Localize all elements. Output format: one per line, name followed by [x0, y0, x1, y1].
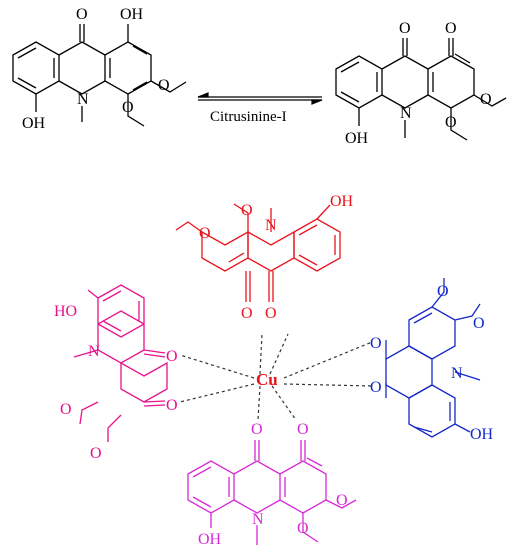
- right-ligand-oxygen-1: O: [370, 335, 382, 352]
- right-nitrogen: N: [400, 105, 412, 122]
- top-ligand-methoxy-1: O: [241, 202, 253, 219]
- left-top-hydroxyl: OH: [120, 6, 144, 23]
- bottom-ligand-oxygen-2: O: [297, 421, 309, 438]
- ligand-bottom: [187, 440, 357, 545]
- copper-center: Cu: [256, 370, 278, 389]
- ligand-right: [385, 278, 481, 438]
- left-methoxy-oxygen-1: O: [158, 77, 170, 94]
- right-ligand-methoxy-2: O: [473, 315, 485, 332]
- right-tautomer-structure: [335, 38, 507, 141]
- ligand-top: [175, 203, 341, 302]
- top-ligand-methoxy-2: O: [199, 225, 211, 242]
- top-ligand-oxygen-1: O: [241, 305, 253, 322]
- left-ligand-oxygen-2: O: [166, 397, 178, 414]
- top-ligand-nitrogen: N: [265, 217, 277, 234]
- coordination-bonds: [179, 333, 373, 421]
- left-tautomer-structure: [12, 24, 187, 127]
- left-nitrogen: N: [77, 91, 89, 108]
- right-ligand-hydroxyl: OH: [470, 426, 494, 443]
- right-ligand-nitrogen: N: [451, 365, 463, 382]
- bottom-ligand-hydroxyl: OH: [198, 531, 222, 548]
- left-ligand-hydroxyl: HO: [54, 303, 77, 320]
- bottom-ligand-oxygen-1: O: [251, 421, 263, 438]
- right-ligand-methoxy-1: O: [437, 283, 449, 300]
- left-ligand-methoxy-1: O: [60, 401, 72, 418]
- right-ligand-oxygen-2: O: [370, 379, 382, 396]
- right-methoxy-oxygen-2: O: [445, 114, 457, 131]
- left-keto-oxygen: O: [76, 6, 88, 23]
- left-ligand-methoxy-2: O: [90, 445, 102, 462]
- left-bottom-hydroxyl: OH: [22, 115, 46, 132]
- right-hydroxyl: OH: [345, 130, 369, 147]
- bottom-ligand-nitrogen: N: [252, 511, 264, 528]
- right-keto-oxygen-2: O: [445, 20, 457, 37]
- bottom-ligand-methoxy-1: O: [336, 492, 348, 509]
- left-ligand-nitrogen: N: [88, 343, 100, 360]
- equilibrium-arrow: [197, 92, 323, 105]
- reaction-label: Citrusinine-I: [210, 109, 287, 125]
- right-keto-oxygen-1: O: [399, 20, 411, 37]
- top-ligand-hydroxyl: OH: [330, 193, 354, 210]
- bottom-ligand-methoxy-2: O: [297, 520, 309, 537]
- left-ligand-oxygen-1: O: [166, 348, 178, 365]
- ligand-left: [73, 284, 168, 442]
- left-methoxy-oxygen-2: O: [122, 99, 134, 116]
- top-ligand-oxygen-2: O: [265, 305, 277, 322]
- right-methoxy-oxygen-1: O: [480, 91, 492, 108]
